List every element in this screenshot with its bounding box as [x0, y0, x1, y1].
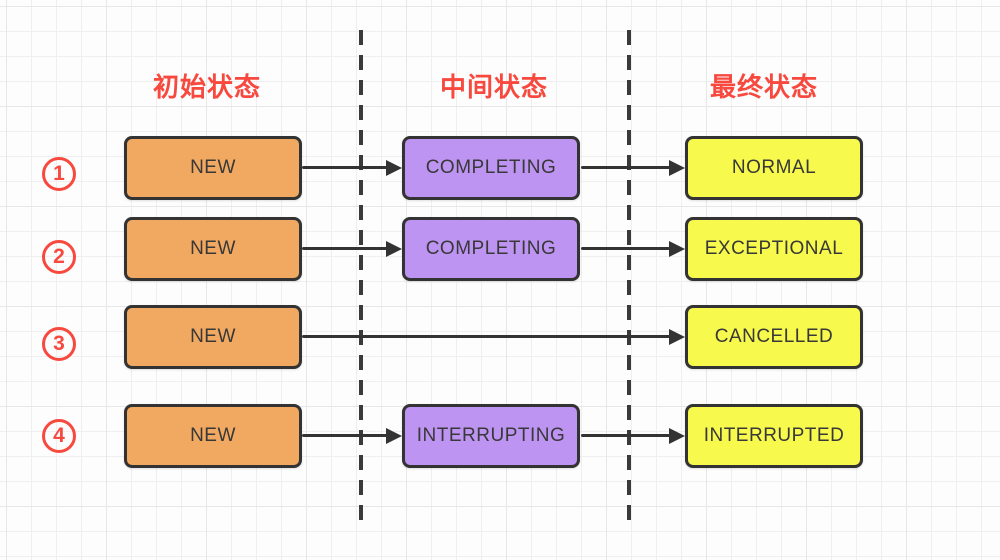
transition-arrow-line: [302, 166, 388, 169]
row-number-badge: 2: [42, 240, 76, 274]
transition-arrow-line: [302, 434, 388, 437]
column-divider-dashed-line-2: [627, 30, 631, 522]
transition-arrow-line: [302, 335, 670, 338]
row-number: 4: [53, 424, 65, 447]
column-header-middle-state: 中间状态: [439, 72, 548, 102]
state-node-label: NEW: [190, 238, 236, 259]
row-number: 2: [53, 245, 65, 268]
arrowhead-icon: [386, 160, 402, 176]
row-number: 3: [53, 332, 65, 355]
state-node-label: COMPLETING: [425, 157, 557, 178]
arrowhead-icon: [386, 428, 402, 444]
state-node-cancelled: CANCELLED: [685, 305, 863, 369]
column-divider-dashed-line-1: [359, 30, 363, 522]
transition-arrow-line: [302, 247, 388, 250]
state-node-interrupting: INTERRUPTING: [402, 404, 580, 468]
state-node-exceptional: EXCEPTIONAL: [685, 217, 863, 281]
state-node-new: NEW: [124, 217, 302, 281]
state-node-interrupted: INTERRUPTED: [685, 404, 863, 468]
column-header-final-state: 最终状态: [709, 72, 818, 102]
state-node-new: NEW: [124, 305, 302, 369]
row-number-badge: 4: [42, 419, 76, 453]
state-node-label: CANCELLED: [714, 326, 834, 347]
arrowhead-icon: [669, 428, 685, 444]
arrowhead-icon: [386, 241, 402, 257]
state-node-label: NEW: [190, 326, 236, 347]
state-node-label: NEW: [190, 425, 236, 446]
row-number-badge: 3: [42, 327, 76, 361]
transition-arrow-line: [581, 247, 670, 250]
arrowhead-icon: [669, 160, 685, 176]
state-node-normal: NORMAL: [685, 136, 863, 200]
arrowhead-icon: [669, 329, 685, 345]
column-header-initial-state: 初始状态: [152, 72, 261, 102]
state-node-new: NEW: [124, 136, 302, 200]
state-node-label: INTERRUPTING: [416, 425, 566, 446]
state-node-label: EXCEPTIONAL: [704, 238, 844, 259]
row-number-badge: 1: [42, 157, 76, 191]
arrowhead-icon: [669, 241, 685, 257]
state-node-label: INTERRUPTED: [703, 425, 845, 446]
transition-arrow-line: [581, 434, 670, 437]
state-node-label: NORMAL: [731, 157, 817, 178]
row-number: 1: [53, 162, 65, 185]
state-node-completing: COMPLETING: [402, 217, 580, 281]
state-node-completing: COMPLETING: [402, 136, 580, 200]
transition-arrow-line: [581, 166, 670, 169]
state-node-label: NEW: [190, 157, 236, 178]
state-node-new: NEW: [124, 404, 302, 468]
state-node-label: COMPLETING: [425, 238, 557, 259]
